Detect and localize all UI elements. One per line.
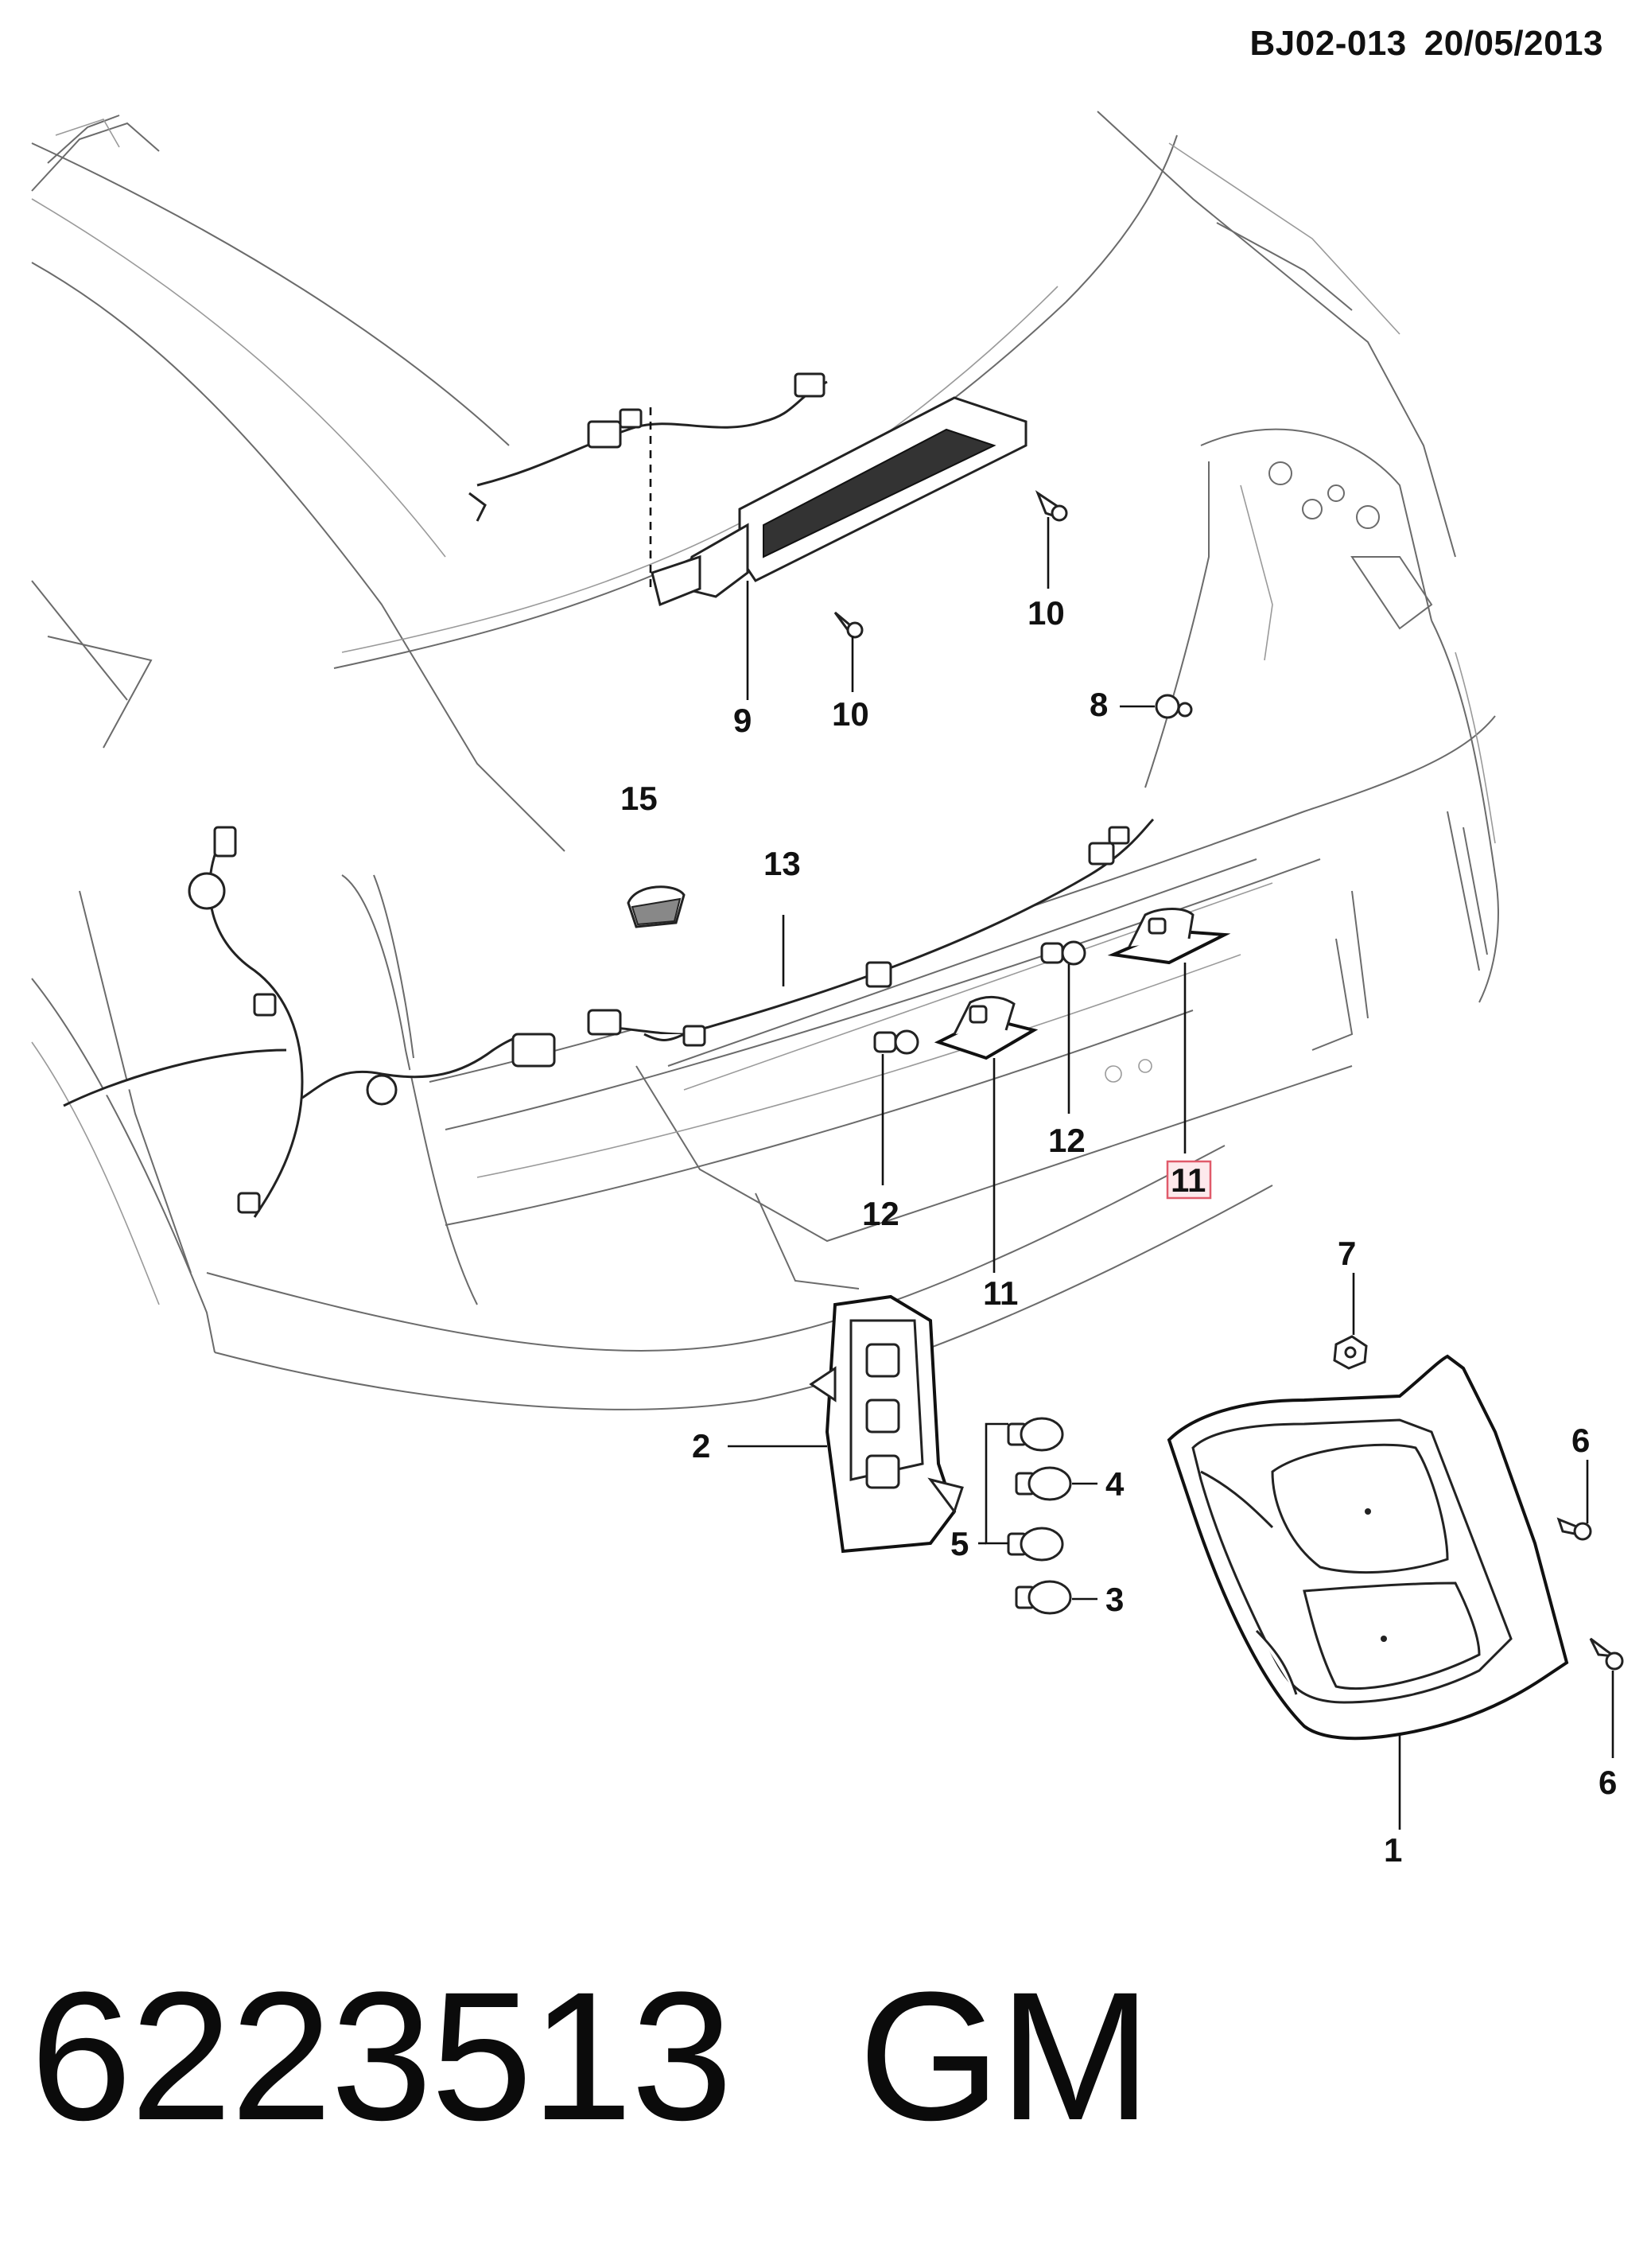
part-bulb-4 bbox=[1015, 1466, 1072, 1501]
part-license-lamp-right bbox=[1107, 908, 1231, 965]
callout-11-left: 11 bbox=[983, 1274, 1018, 1312]
callout-7: 7 bbox=[1338, 1235, 1356, 1272]
callout-6-upper: 6 bbox=[1571, 1422, 1590, 1459]
leader-lines bbox=[728, 517, 1614, 1830]
part-license-lamp-harness bbox=[587, 818, 1155, 1047]
part-bulb-5-lower bbox=[1007, 1527, 1064, 1562]
callout-12-left: 12 bbox=[862, 1195, 899, 1232]
part-bulb-5-top bbox=[1007, 1417, 1064, 1452]
part-bulb-12-right bbox=[1040, 940, 1086, 966]
part-bulb-12-left bbox=[873, 1029, 919, 1055]
part-tail-lamp-assembly bbox=[1167, 1354, 1569, 1741]
part-bulb-3 bbox=[1015, 1580, 1072, 1615]
part-nut-7 bbox=[1333, 1335, 1368, 1370]
callout-11-right: 11 bbox=[1171, 1161, 1206, 1199]
part-cap-15 bbox=[627, 885, 686, 928]
part-screw-10-lower bbox=[833, 611, 864, 639]
part-clip-8 bbox=[1155, 694, 1193, 719]
doc-code: BJ02-013 bbox=[1249, 24, 1407, 63]
part-screw-6-upper bbox=[1556, 1517, 1592, 1541]
doc-date: 20/05/2013 bbox=[1424, 24, 1603, 63]
callout-12-right: 12 bbox=[1048, 1122, 1086, 1159]
part-bulb-socket-plate bbox=[809, 1294, 964, 1554]
callout-3: 3 bbox=[1105, 1581, 1124, 1618]
callout-5: 5 bbox=[950, 1525, 969, 1562]
part-screw-6-lower bbox=[1589, 1637, 1624, 1671]
part-side-harness bbox=[63, 826, 556, 1218]
callout-10-upper: 10 bbox=[1028, 594, 1065, 632]
part-high-mount-stop-lamp bbox=[651, 396, 1028, 607]
callout-9: 9 bbox=[733, 702, 752, 739]
part-number: 6223513 bbox=[30, 1954, 732, 2158]
callout-labels: 9 10 10 8 15 13 12 12 11 11 7 2 4 5 3 6 … bbox=[620, 594, 1617, 1869]
callout-6-lower: 6 bbox=[1599, 1764, 1617, 1801]
callout-1: 1 bbox=[1384, 1831, 1402, 1869]
brand-name: GM bbox=[858, 1954, 1151, 2158]
document-reference: BJ02-013 20/05/2013 bbox=[1250, 24, 1603, 64]
callout-10-lower: 10 bbox=[832, 695, 869, 733]
part-screw-10-upper bbox=[1035, 490, 1068, 522]
callout-15: 15 bbox=[620, 780, 658, 817]
callout-4: 4 bbox=[1105, 1465, 1125, 1503]
vehicle-body-outline bbox=[31, 111, 1499, 1410]
callout-13: 13 bbox=[763, 845, 801, 882]
part-license-lamp-left bbox=[934, 996, 1039, 1060]
callout-8: 8 bbox=[1090, 686, 1108, 723]
callout-2: 2 bbox=[692, 1427, 710, 1465]
callout-11-highlighted: 11 bbox=[1166, 1160, 1212, 1200]
part-stop-lamp-harness bbox=[468, 372, 828, 589]
